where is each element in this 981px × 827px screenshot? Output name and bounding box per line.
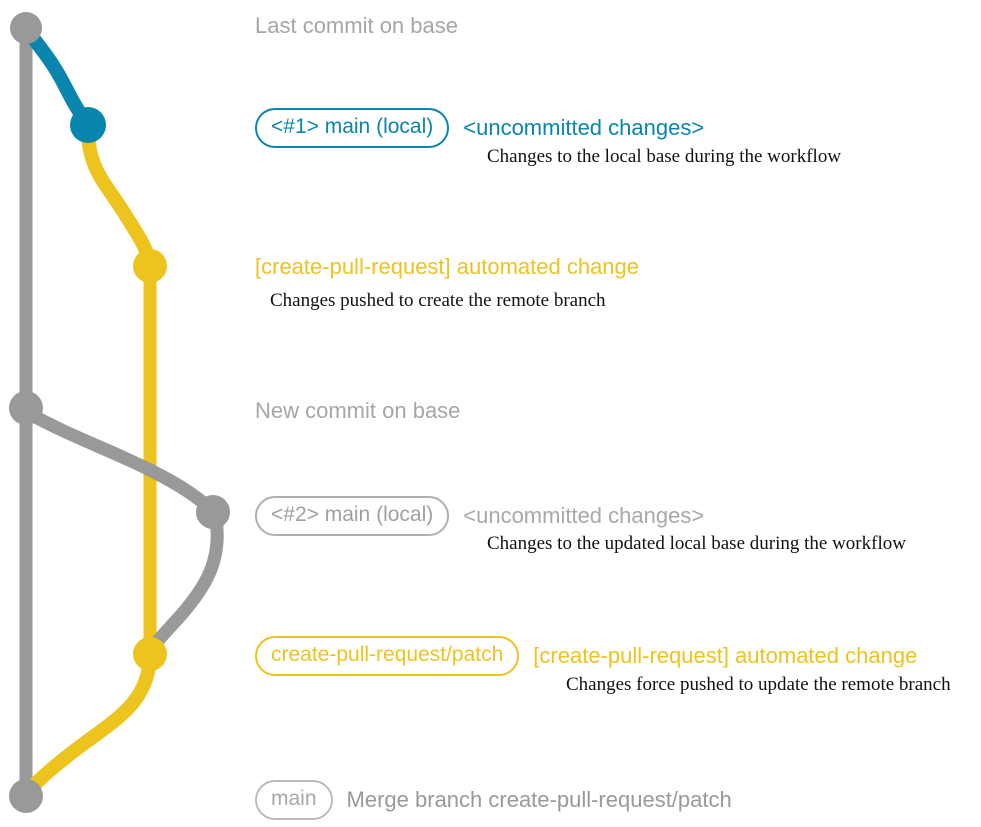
branch-pill-local-1[interactable]: <#1> main (local) <box>255 108 450 148</box>
edge-automated-2-to-merge <box>21 653 157 799</box>
headline-local-1: <uncommitted changes> <box>463 115 705 140</box>
base-head-commit-node <box>10 12 42 44</box>
subtext-local-2: Changes to the updated local base during… <box>487 533 906 554</box>
automated-commit-1-node <box>133 249 167 283</box>
headline-local-2: <uncommitted changes> <box>463 503 705 528</box>
headline-automated-1: [create-pull-request] automated change <box>255 254 640 279</box>
subtext-local-1: Changes to the local base during the wor… <box>487 146 842 167</box>
branch-pill-create-pull-request-patch[interactable]: create-pull-request/patch <box>255 636 520 676</box>
base-new-commit-node <box>9 391 43 425</box>
merge-commit-node <box>9 779 43 813</box>
branch-pill-main[interactable]: main <box>255 780 333 820</box>
subtext-automated-2: Changes force pushed to update the remot… <box>566 674 951 695</box>
row-local-commit-1: <#1> main (local) <uncommitted changes> <box>255 108 704 148</box>
section-label-last-commit: Last commit on base <box>255 13 458 38</box>
row-local-commit-2: <#2> main (local) <uncommitted changes> <box>255 496 704 536</box>
graph-nodes <box>9 12 230 813</box>
edge-base-new-to-local-2 <box>23 407 220 519</box>
row-automated-commit-2: create-pull-request/patch [create-pull-r… <box>255 636 917 676</box>
row-merge-commit: main Merge branch create-pull-request/pa… <box>255 780 732 820</box>
local-commit-1-node <box>70 107 106 143</box>
automated-commit-2-node <box>133 637 167 671</box>
headline-merge: Merge branch create-pull-request/patch <box>346 787 732 812</box>
headline-automated-2: [create-pull-request] automated change <box>533 643 918 668</box>
branch-pill-local-2[interactable]: <#2> main (local) <box>255 496 450 536</box>
local-commit-2-node <box>196 495 230 529</box>
section-label-new-commit: New commit on base <box>255 398 461 423</box>
subtext-automated-1: Changes pushed to create the remote bran… <box>270 290 606 311</box>
